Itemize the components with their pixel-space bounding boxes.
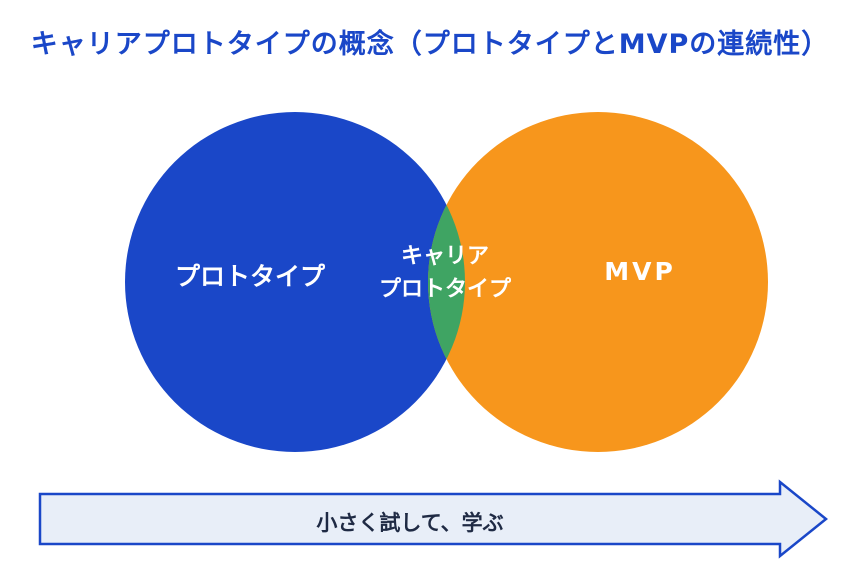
diagram-title: キャリアプロトタイプの概念（プロトタイプとMVPの連続性） <box>30 29 830 60</box>
prototype-circle <box>125 112 465 452</box>
career-prototype-label: キャリア プロトタイプ <box>360 240 530 306</box>
career-prototype-label-line2: プロトタイプ <box>378 277 511 302</box>
learning-arrow <box>38 479 828 559</box>
career-prototype-label-line1: キャリア <box>400 244 489 269</box>
mvp-label: MVP <box>604 257 676 286</box>
arrow-label: 小さく試して、学ぶ <box>316 511 504 535</box>
prototype-label: プロトタイプ <box>174 262 325 291</box>
mvp-circle <box>428 112 768 452</box>
